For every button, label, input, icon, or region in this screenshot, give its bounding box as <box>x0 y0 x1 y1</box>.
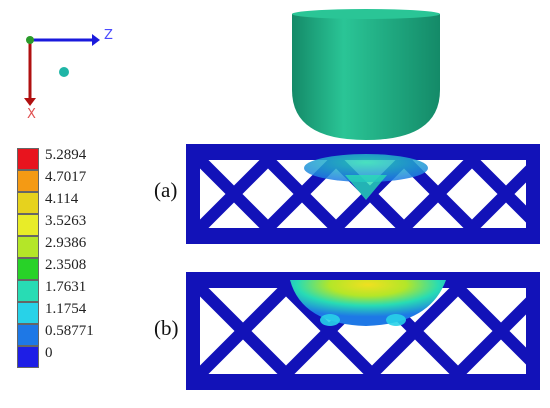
legend-swatch <box>17 170 39 192</box>
legend-value: 5.2894 <box>45 147 87 163</box>
legend-swatch <box>17 346 39 368</box>
legend-value: 2.9386 <box>45 235 87 251</box>
panel-label-a: (a) <box>154 178 178 202</box>
legend-value: 1.1754 <box>45 301 87 317</box>
legend-value: 4.114 <box>45 191 79 207</box>
coordinate-triad: Z X <box>0 0 130 130</box>
scene-graphics <box>186 9 540 390</box>
legend-value: 1.7631 <box>45 279 87 295</box>
lattice-b <box>186 272 540 390</box>
legend-swatch <box>17 280 39 302</box>
legend-swatch <box>17 236 39 258</box>
legend-value: 2.3508 <box>45 257 87 273</box>
legend-value: 3.5263 <box>45 213 87 229</box>
lattice-a <box>186 144 540 244</box>
legend-value: 4.7017 <box>45 169 87 185</box>
legend-swatch <box>17 324 39 346</box>
panel-label-b: (b) <box>154 316 179 340</box>
indenter <box>292 9 440 140</box>
y-axis-dot <box>26 36 34 44</box>
legend-swatch <box>17 214 39 236</box>
legend-swatch <box>17 148 39 170</box>
x-axis-label: X <box>27 107 36 122</box>
legend-value: 0.58771 <box>45 323 94 339</box>
simulation-scene <box>170 0 550 404</box>
legend-value: 0 <box>45 345 53 361</box>
color-legend: 5.2894 4.7017 4.114 3.5263 2.9386 2.3508… <box>17 148 177 378</box>
z-axis-label: Z <box>104 28 113 43</box>
x-axis-arrowhead <box>24 98 36 106</box>
view-point-dot <box>59 67 69 77</box>
legend-swatch <box>17 192 39 214</box>
legend-swatch <box>17 302 39 324</box>
z-axis-arrowhead <box>92 34 100 46</box>
triad-arrows <box>24 34 100 106</box>
legend-swatch <box>17 258 39 280</box>
